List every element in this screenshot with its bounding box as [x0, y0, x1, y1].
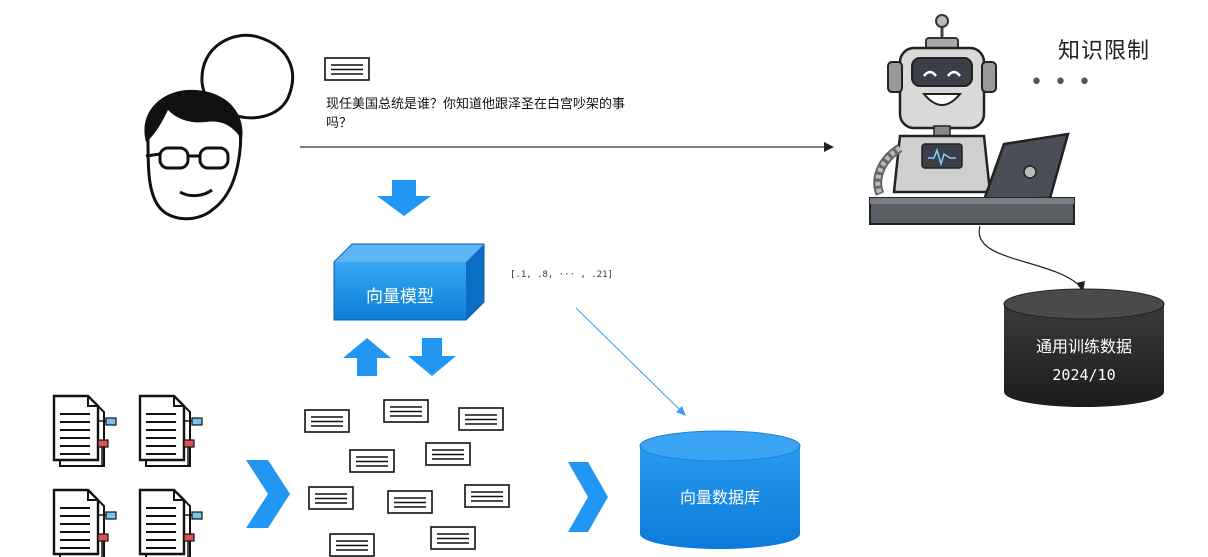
vector-to-db-arrow — [575, 307, 686, 416]
vector-db-label: 向量数据库 — [679, 488, 760, 507]
document-icon — [52, 394, 118, 468]
llm-to-training-data-arrow — [978, 225, 1085, 292]
robot-with-laptop-icon — [869, 14, 1075, 225]
text-chunk-icon — [458, 407, 504, 431]
text-chunk-icon — [308, 486, 354, 510]
training-data-cylinder — [1003, 288, 1165, 407]
thinking-dots: • • • — [1030, 70, 1093, 95]
vector-database-cylinder — [639, 430, 801, 549]
query-to-llm-arrow — [300, 142, 834, 152]
document-icon — [138, 488, 204, 557]
training-data-date: 2024/10 — [1052, 366, 1116, 384]
text-chunk-icon — [464, 484, 510, 508]
embedding-model-box — [333, 243, 485, 321]
document-icon — [52, 488, 118, 557]
user-question: 现任美国总统是谁？你知道他跟泽圣在白宫吵架的事吗？ — [326, 97, 626, 131]
training-data-title: 通用训练数据 — [1035, 337, 1132, 356]
text-chunk-icon — [329, 533, 375, 557]
text-chunk-icon — [383, 399, 429, 423]
user-with-speech-bubble-icon — [144, 33, 294, 221]
up-arrow-to-model — [343, 338, 391, 376]
training-data-label: 通用训练数据 2024/10 — [1004, 333, 1164, 389]
text-chunk-icon — [425, 442, 471, 466]
document-icon — [138, 394, 204, 468]
vector-sample: [.1, .8, ··· , .21] — [510, 270, 613, 280]
down-arrow-to-model — [377, 180, 431, 216]
text-chunks — [304, 399, 510, 557]
knowledge-limit-label: 知识限制 — [1058, 39, 1151, 64]
text-chunk-icon — [304, 409, 350, 433]
question-chunk-icon — [324, 57, 370, 81]
text-chunk-icon — [349, 449, 395, 473]
down-arrow-from-model — [408, 338, 456, 376]
documents — [52, 394, 204, 557]
embedding-model-label: 向量模型 — [366, 287, 434, 307]
chunks-to-db-arrow — [568, 462, 608, 532]
docs-to-chunks-arrow — [246, 460, 290, 528]
text-chunk-icon — [430, 526, 476, 550]
text-chunk-icon — [387, 490, 433, 514]
